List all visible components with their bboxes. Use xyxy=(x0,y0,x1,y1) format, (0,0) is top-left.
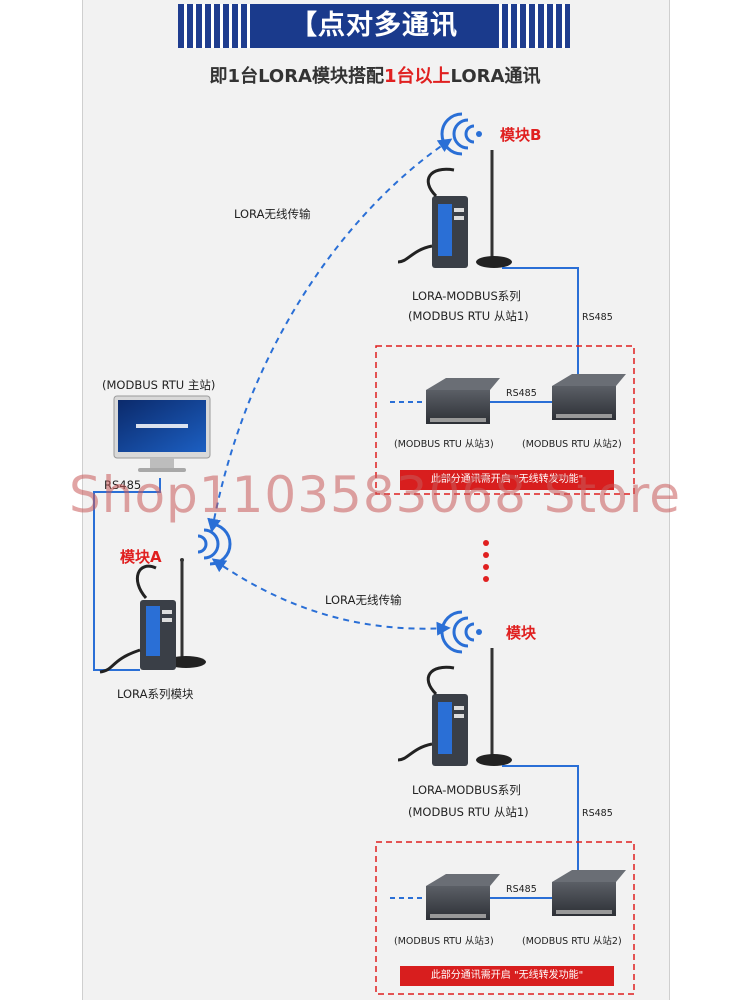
forwarding-note-bottom: 此部分通讯需开启 "无线转发功能" xyxy=(400,966,614,986)
master-rs485-label: RS485 xyxy=(104,478,142,492)
module-a-caption: LORA系列模块 xyxy=(117,687,194,701)
module-a-name: 模块A xyxy=(120,548,162,566)
subtitle: 即1台LORA模块搭配1台以上LORA通讯 xyxy=(82,62,668,88)
slave-box-top xyxy=(375,345,635,495)
more-modules-ellipsis xyxy=(481,540,491,588)
module-bottom-device xyxy=(397,648,512,766)
module-b-caption-2: (MODBUS RTU 从站1) xyxy=(408,309,529,323)
wireless-arc-bottom xyxy=(211,558,451,636)
pc-monitor-icon xyxy=(113,395,211,472)
master-pc-label: (MODBUS RTU 主站) xyxy=(102,378,216,392)
rs485-vertical-label-top: RS485 xyxy=(582,312,613,323)
module-b-caption-1: LORA-MODBUS系列 xyxy=(412,289,521,303)
slave3-label-bottom: (MODBUS RTU 从站3) xyxy=(394,936,494,947)
rs485-wire-top xyxy=(502,267,579,382)
wifi-icon-module-a xyxy=(197,522,232,566)
rs485-between-label-top: RS485 xyxy=(506,388,537,399)
module-b-name: 模块B xyxy=(500,126,542,144)
slave-box-bottom xyxy=(375,841,635,995)
slave2-label-top: (MODBUS RTU 从站2) xyxy=(522,439,622,450)
wifi-icon-module-bottom xyxy=(440,610,482,654)
plc-slave3-top xyxy=(426,378,500,424)
plc-slave2-bottom xyxy=(552,870,626,916)
module-bottom-name: 模块 xyxy=(506,624,537,642)
title-banner: 【点对多通讯 xyxy=(178,4,570,48)
page-title: 【点对多通讯 xyxy=(250,4,498,48)
plc-slave2-top xyxy=(552,374,626,420)
slave3-label-top: (MODBUS RTU 从站3) xyxy=(394,439,494,450)
slave2-label-bottom: (MODBUS RTU 从站2) xyxy=(522,936,622,947)
subtitle-highlight: 1台以上 xyxy=(384,66,451,87)
module-bottom-caption-1: LORA-MODBUS系列 xyxy=(412,783,521,797)
wifi-icon-module-b xyxy=(440,112,482,156)
module-b-device xyxy=(397,150,512,268)
subtitle-pre: 即1台LORA模块搭配 xyxy=(209,66,384,87)
module-a-device xyxy=(99,558,206,674)
rs485-vertical-label-bottom: RS485 xyxy=(582,808,613,819)
wireless-label-top: LORA无线传输 xyxy=(234,207,311,221)
rs485-between-label-bottom: RS485 xyxy=(506,884,537,895)
forwarding-note-top: 此部分通讯需开启 "无线转发功能" xyxy=(400,470,614,490)
module-bottom-caption-2: (MODBUS RTU 从站1) xyxy=(408,805,529,819)
wireless-label-bottom: LORA无线传输 xyxy=(325,593,402,607)
plc-slave3-bottom xyxy=(426,874,500,920)
subtitle-post: LORA通讯 xyxy=(450,66,541,87)
wireless-arc-top xyxy=(207,138,453,533)
